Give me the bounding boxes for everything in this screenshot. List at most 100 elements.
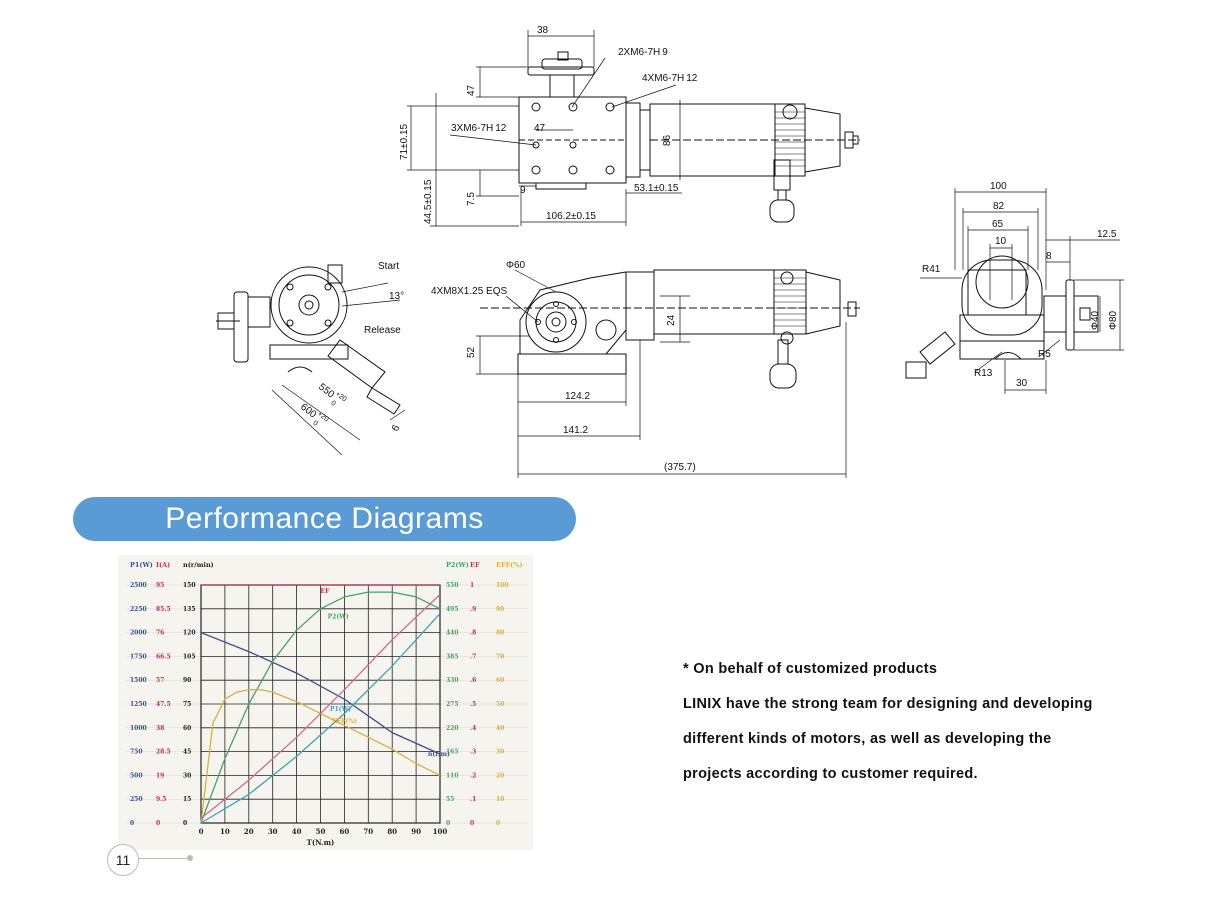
dim-8: 8 (1046, 251, 1052, 262)
right-tick-label: 80 (496, 630, 504, 637)
dim-38: 38 (537, 25, 549, 36)
dim-47-top: 47 (466, 84, 477, 96)
dim-phi80: Φ80 (1108, 310, 1119, 330)
curve-label-eff: EFF(%) (332, 718, 357, 725)
dim-30: 30 (1016, 378, 1028, 389)
series-line (200, 594, 441, 819)
left-tick-label: 2500 (130, 582, 147, 589)
right-tick-label: 550 (446, 582, 459, 589)
right-column-header: EF (470, 561, 480, 569)
x-tick-label: 90 (411, 827, 421, 836)
dim-106-2: 106.2±0.15 (546, 211, 596, 222)
right-tick-label: 110 (446, 772, 459, 779)
x-tick-label: 50 (316, 827, 326, 836)
left-tick-label: 28.5 (156, 749, 171, 756)
series-line (200, 591, 441, 824)
dim-cable-600: 600+200 (296, 400, 330, 431)
right-tick-label: 220 (446, 725, 459, 732)
right-tick-label: .1 (470, 796, 476, 803)
left-column-header: I(A) (156, 561, 170, 569)
dim-82: 82 (993, 201, 1005, 212)
x-tick-label: 20 (244, 827, 254, 836)
right-tick-label: .6 (470, 677, 476, 684)
dim-71: 71±0.15 (399, 123, 410, 160)
right-tick-label: 90 (496, 606, 504, 613)
end-view-drawing (905, 188, 1124, 394)
top-view-drawing (407, 30, 860, 227)
x-tick-label: 40 (292, 827, 302, 836)
right-tick-label: 165 (446, 749, 459, 756)
x-tick-label: 60 (340, 827, 350, 836)
left-tick-label: 0 (156, 820, 160, 827)
right-tick-label: 330 (446, 677, 459, 684)
right-tick-label: .2 (470, 772, 476, 779)
left-tick-label: 57 (156, 677, 164, 684)
dim-10: 10 (995, 236, 1007, 247)
dim-65: 65 (992, 219, 1004, 230)
label-start: Start (378, 261, 399, 272)
description-line-4: projects according to customer required. (683, 766, 978, 782)
left-tick-label: 45 (183, 749, 191, 756)
dim-24: 24 (666, 314, 677, 326)
x-tick-label: 100 (433, 827, 448, 836)
dim-6: 6 (390, 423, 403, 434)
left-tick-label: 120 (183, 630, 196, 637)
right-tick-label: 495 (446, 606, 459, 613)
page-number-divider (138, 858, 188, 859)
dim-12-5: 12.5 (1097, 229, 1117, 240)
left-tick-label: 1750 (130, 653, 147, 660)
right-tick-label: 55 (446, 796, 454, 803)
left-tick-label: 30 (183, 772, 191, 779)
x-tick-label: 10 (220, 827, 230, 836)
left-tick-label: 15 (183, 796, 191, 803)
right-tick-label: 20 (496, 772, 504, 779)
left-tick-label: 2250 (130, 606, 147, 613)
left-tick-label: 90 (183, 677, 191, 684)
description-line-3: different kinds of motors, as well as de… (683, 731, 1052, 747)
side-view-drawing (216, 264, 406, 456)
dim-thread-d: 4XM8X1.25 EQS (431, 286, 507, 297)
right-tick-label: 40 (496, 725, 504, 732)
left-column-header: P1(W) (130, 561, 153, 569)
right-tick-label: 0 (470, 820, 474, 827)
right-tick-label: 30 (496, 749, 504, 756)
series-line (200, 689, 441, 824)
left-tick-label: 0 (130, 820, 134, 827)
dim-86: 86 (662, 134, 673, 146)
right-tick-label: 0 (446, 820, 450, 827)
description-block: * On behalf of customized products LINIX… (683, 652, 1203, 792)
right-tick-label: 275 (446, 701, 459, 708)
label-release: Release (364, 325, 401, 336)
curve-label-n: n(r/m) (428, 751, 450, 758)
right-tick-label: 0 (496, 820, 500, 827)
dim-100: 100 (990, 181, 1007, 192)
left-tick-label: 500 (130, 772, 143, 779)
left-tick-label: 150 (183, 582, 196, 589)
dim-r13: R13 (974, 368, 993, 379)
left-tick-label: 1250 (130, 701, 147, 708)
curve-label-ef: EF (321, 588, 331, 595)
left-tick-label: 95 (156, 582, 164, 589)
left-tick-label: 105 (183, 653, 196, 660)
left-tick-label: 250 (130, 796, 143, 803)
right-column-header: EFF(%) (496, 561, 523, 569)
x-axis-label: T(N.m) (307, 838, 335, 847)
left-tick-label: 1500 (130, 677, 147, 684)
right-column-header: P2(W) (446, 561, 469, 569)
left-tick-label: 750 (130, 749, 143, 756)
left-tick-label: 85.5 (156, 606, 171, 613)
left-tick-label: 19 (156, 772, 164, 779)
x-tick-label: 70 (363, 827, 373, 836)
label-angle: 13° (389, 291, 404, 302)
section-title-banner: Performance Diagrams (73, 497, 576, 541)
series-line (200, 631, 441, 755)
left-tick-label: 2000 (130, 630, 147, 637)
dim-44-5: 44.5±0.15 (423, 179, 434, 224)
right-tick-label: 10 (496, 796, 504, 803)
dim-52: 52 (466, 346, 477, 358)
series-line (200, 613, 441, 824)
